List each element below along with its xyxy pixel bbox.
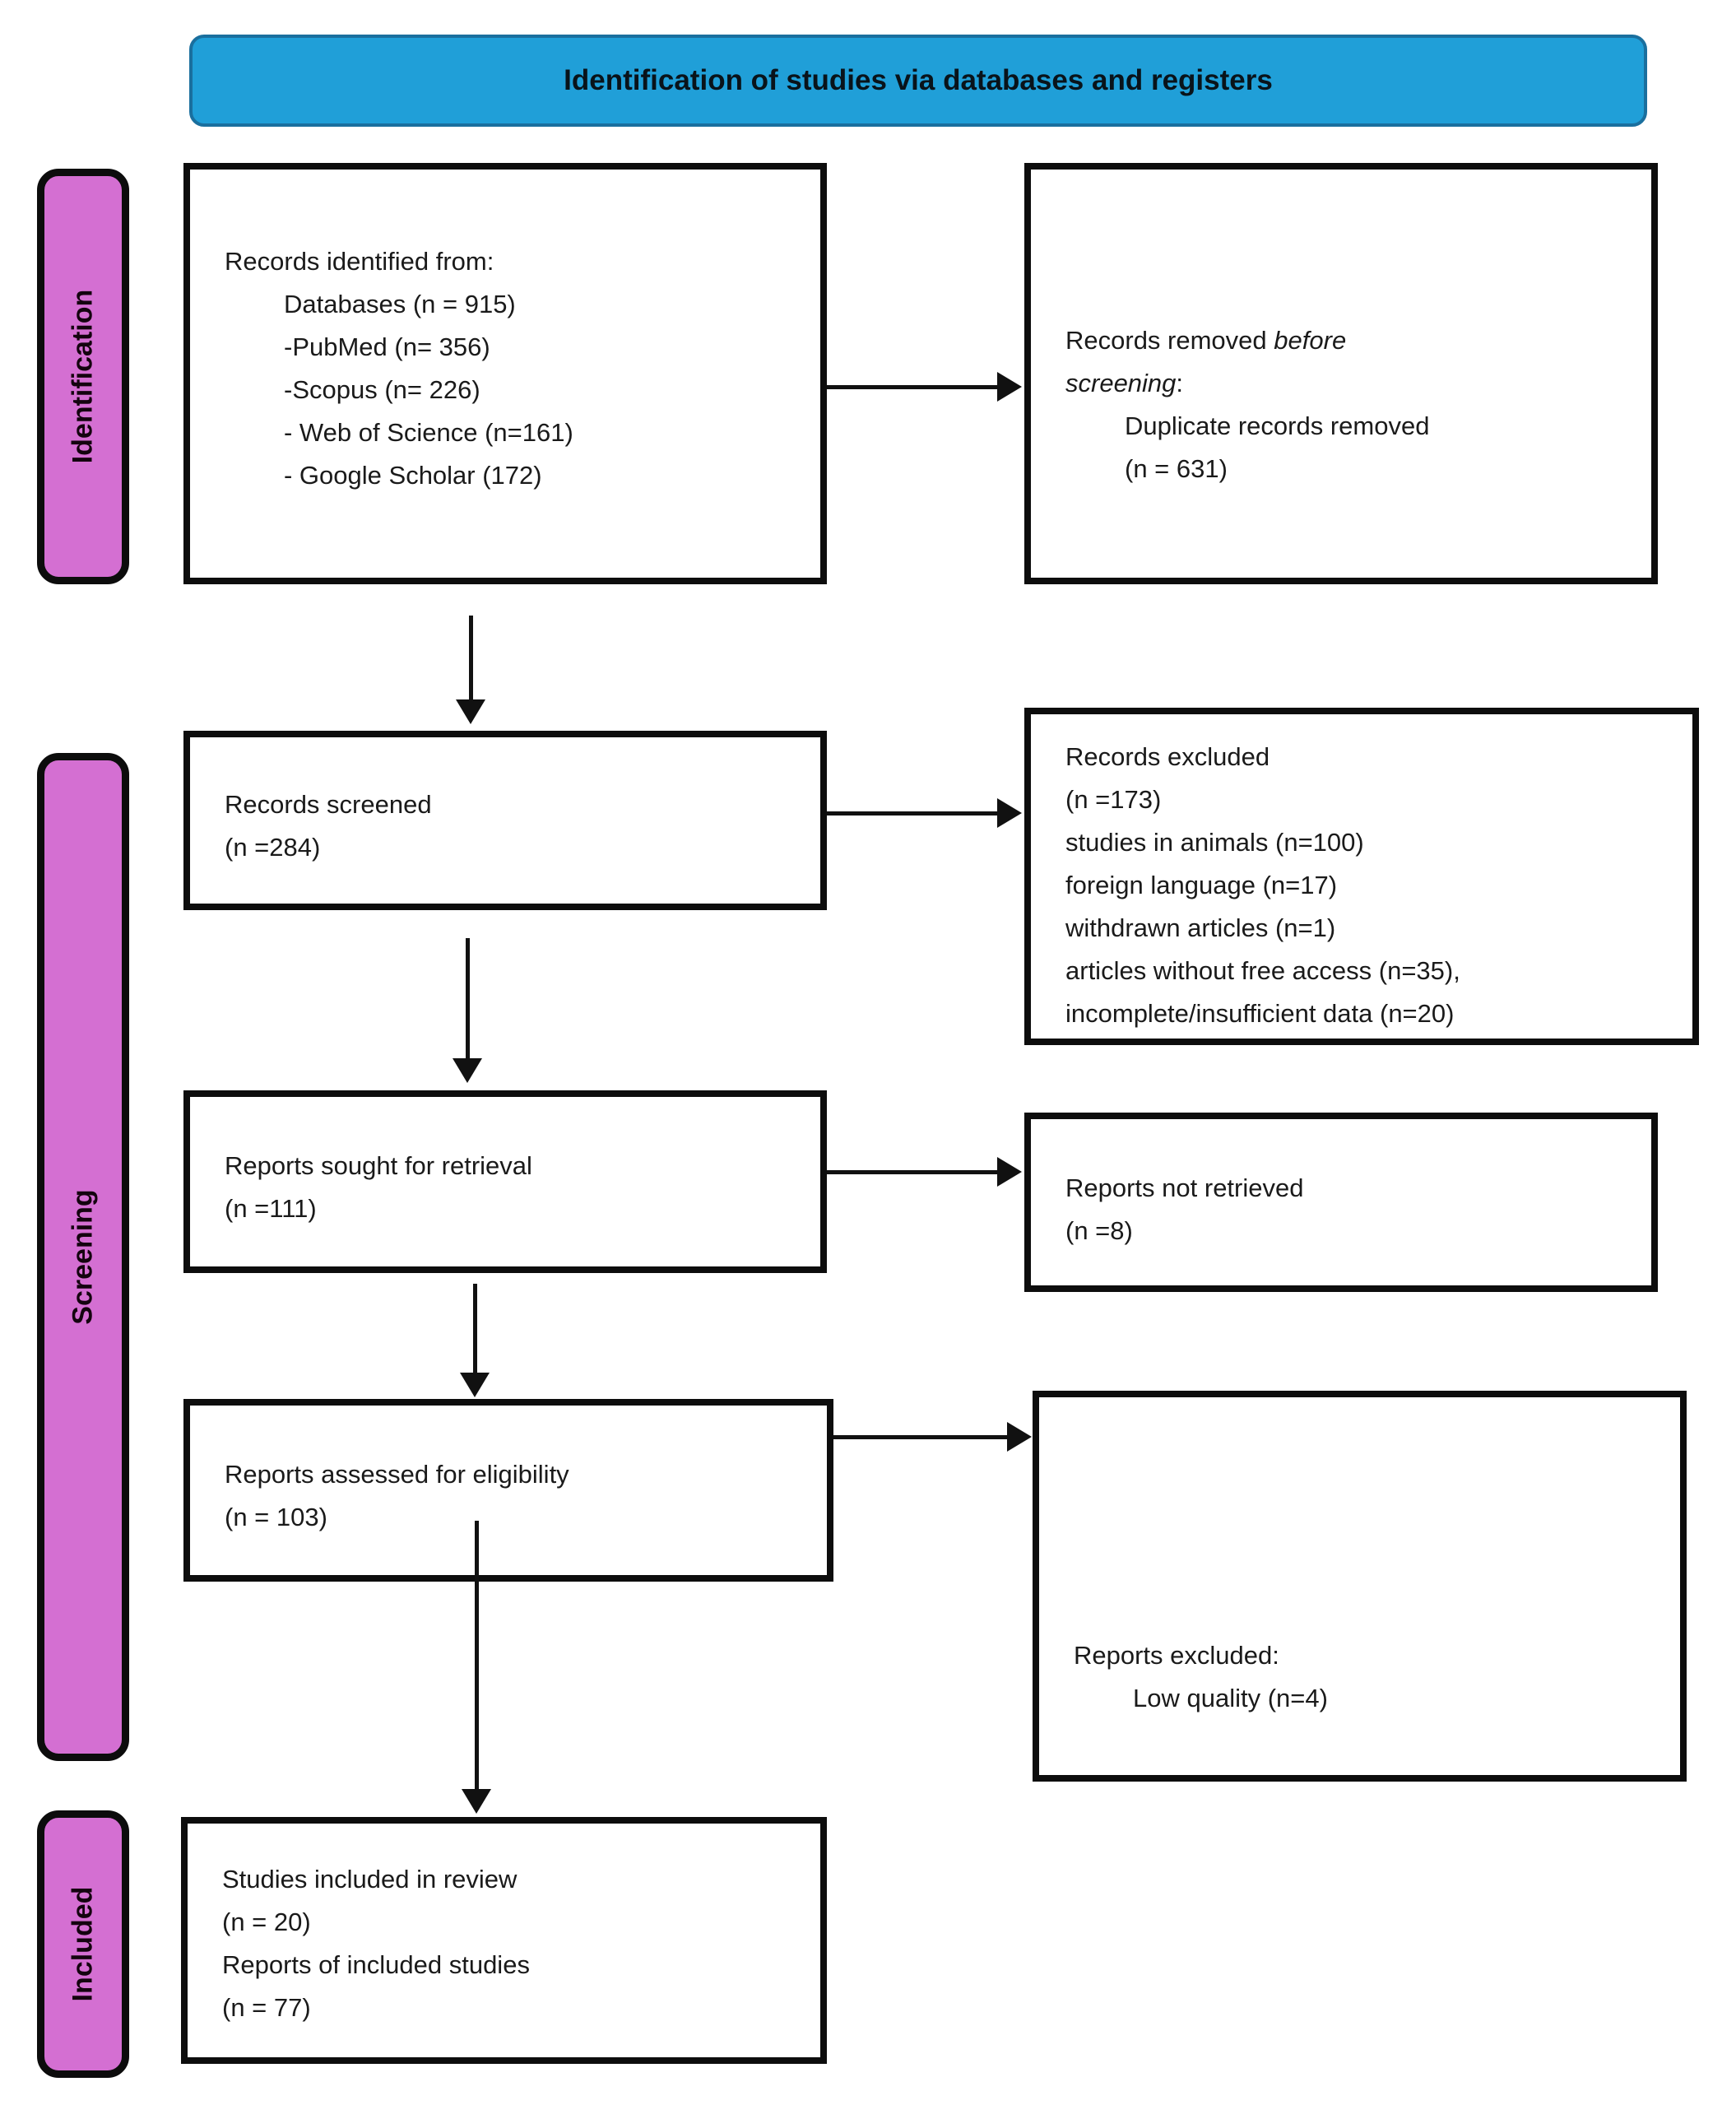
- arrow-assessed-to-reportsexcluded-line: [833, 1435, 1008, 1439]
- stage-label-included: Included: [37, 1810, 129, 2078]
- arrow-identified-to-screened-line: [469, 616, 473, 701]
- arrow-sought-to-assessed-line: [473, 1284, 477, 1374]
- diagram-title: Identification of studies via databases …: [564, 64, 1273, 96]
- arrow-identified-to-screened-head: [456, 699, 485, 724]
- arrow-screened-to-sought-line: [466, 938, 470, 1060]
- arrow-sought-to-notretrieved-head: [997, 1157, 1022, 1187]
- diagram-title-banner: Identification of studies via databases …: [189, 35, 1647, 127]
- records-screened-text: Records screened(n =284): [225, 790, 432, 862]
- studies-included-box: Studies included in review(n = 20)Report…: [181, 1817, 827, 2064]
- records-screened-box: Records screened(n =284): [183, 731, 827, 910]
- records-identified-box: Records identified from:Databases (n = 9…: [183, 163, 827, 584]
- reports-excluded-box: Reports excluded:Low quality (n=4): [1033, 1391, 1687, 1782]
- reports-assessed-text: Reports assessed for eligibility(n = 103…: [225, 1460, 569, 1531]
- reports-sought-text: Reports sought for retrieval(n =111): [225, 1151, 532, 1223]
- records-excluded-text: Records excluded(n =173)studies in anima…: [1065, 742, 1460, 1028]
- reports-sought-box: Reports sought for retrieval(n =111): [183, 1090, 827, 1273]
- stage-label-identification-text: Identification: [67, 289, 99, 464]
- arrow-sought-to-notretrieved-line: [827, 1170, 998, 1174]
- reports-assessed-box: Reports assessed for eligibility(n = 103…: [183, 1399, 833, 1582]
- records-identified-text: Records identified from:Databases (n = 9…: [225, 247, 573, 490]
- reports-excluded-text: Reports excluded:Low quality (n=4): [1074, 1641, 1328, 1712]
- arrow-screened-to-excluded-head: [997, 798, 1022, 828]
- arrow-screened-to-excluded-line: [827, 811, 998, 816]
- stage-label-included-text: Included: [67, 1886, 99, 2002]
- records-excluded-box: Records excluded(n =173)studies in anima…: [1024, 708, 1699, 1045]
- arrow-assessed-to-included-line: [475, 1521, 479, 1791]
- arrow-screened-to-sought-head: [453, 1058, 482, 1083]
- reports-not-retrieved-text: Reports not retrieved(n =8): [1065, 1173, 1304, 1245]
- stage-label-screening: Screening: [37, 753, 129, 1761]
- stage-label-identification: Identification: [37, 169, 129, 584]
- arrow-assessed-to-included-head: [462, 1789, 491, 1814]
- arrow-identified-to-removed-head: [997, 372, 1022, 402]
- reports-not-retrieved-box: Reports not retrieved(n =8): [1024, 1113, 1658, 1292]
- arrow-assessed-to-reportsexcluded-head: [1007, 1422, 1032, 1452]
- arrow-sought-to-assessed-head: [460, 1373, 490, 1397]
- arrow-identified-to-removed-line: [827, 385, 998, 389]
- stage-label-screening-text: Screening: [67, 1189, 99, 1325]
- studies-included-text: Studies included in review(n = 20)Report…: [222, 1865, 530, 2022]
